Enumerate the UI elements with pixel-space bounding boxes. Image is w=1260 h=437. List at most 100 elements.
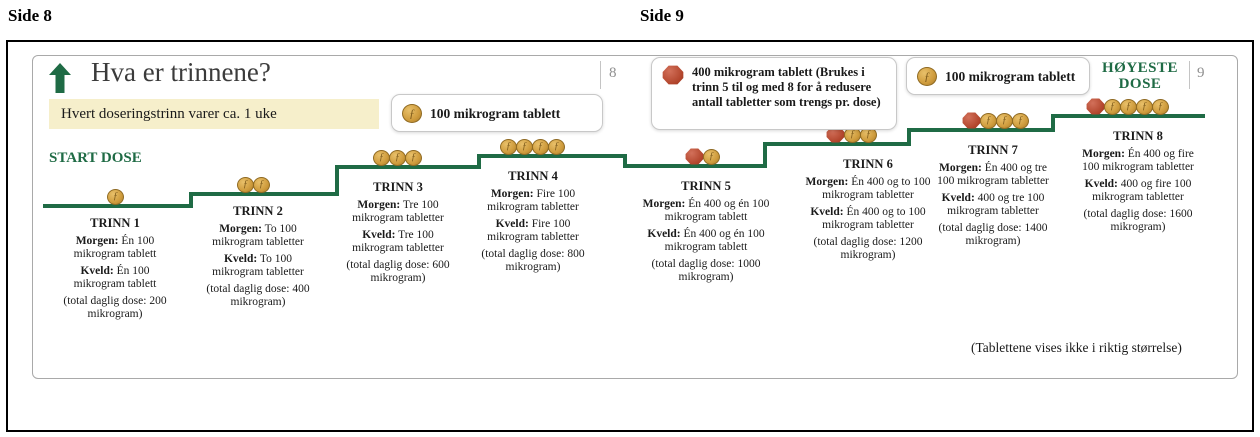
kveld-line: Kveld: Én 400 og to 100 mikrogram tablet… bbox=[804, 206, 932, 232]
total-line: (total daglig dose: 1600 mikrogram) bbox=[1083, 208, 1193, 233]
kveld-label: Kveld: bbox=[362, 229, 396, 241]
morgen-label: Morgen: bbox=[75, 235, 119, 247]
step-title: TRINN 5 bbox=[681, 179, 731, 193]
page-number-9: 9 bbox=[1197, 65, 1205, 81]
tablet-100-icon bbox=[996, 113, 1013, 129]
morgen-line: Morgen: Én 400 og fire 100 mikrogram tab… bbox=[1073, 148, 1203, 174]
kveld-label: Kveld: bbox=[495, 218, 529, 230]
total-line: (total daglig dose: 200 mikrogram) bbox=[63, 295, 167, 320]
step-title: TRINN 2 bbox=[233, 204, 283, 218]
kveld-text: Tre 100 mikrogram tabletter bbox=[352, 229, 444, 254]
step-trinn-1: TRINN 1 Morgen: Én 100 mikrogram tablett… bbox=[57, 216, 173, 325]
morgen-line: Morgen: Én 400 og to 100 mikrogram table… bbox=[804, 176, 932, 202]
legend-100-left: 100 mikrogram tablett bbox=[391, 94, 603, 132]
tablet-100-icon bbox=[402, 103, 422, 123]
total-line: (total daglig dose: 600 mikrogram) bbox=[346, 259, 450, 284]
tablet-100-icon bbox=[980, 113, 997, 129]
morgen-text: To 100 mikrogram tabletter bbox=[212, 223, 304, 248]
page-frame: Hva er trinnene? 8 Hvert doseringstrinn … bbox=[6, 40, 1254, 432]
step-title: TRINN 1 bbox=[90, 216, 140, 230]
legend-100-left-label: 100 mikrogram tablett bbox=[430, 105, 561, 121]
tablet-100-icon bbox=[237, 177, 254, 193]
tablet-100-icon bbox=[373, 150, 390, 166]
total-line: (total daglig dose: 1400 mikrogram) bbox=[938, 222, 1048, 247]
hoyeste-dose-label: HØYESTE DOSE bbox=[1101, 60, 1179, 92]
tablet-400-icon bbox=[826, 126, 845, 143]
tablet-100-icon bbox=[1120, 99, 1137, 115]
legend-400: 400 mikrogram tablett (Brukes i trinn 5 … bbox=[651, 57, 897, 130]
tablet-100-icon bbox=[1136, 99, 1153, 115]
kveld-line: Kveld: Fire 100 mikrogram tabletter bbox=[473, 218, 593, 244]
kveld-label: Kveld: bbox=[1084, 178, 1118, 190]
morgen-text: Fire 100 mikrogram tabletter bbox=[487, 188, 579, 213]
tablet-100-icon bbox=[1152, 99, 1169, 115]
tablet-100-icon bbox=[532, 139, 549, 155]
morgen-label: Morgen: bbox=[805, 176, 849, 188]
total-line: (total daglig dose: 800 mikrogram) bbox=[481, 248, 585, 273]
size-disclaimer: (Tablettene vises ikke i riktig størrels… bbox=[971, 340, 1182, 355]
kveld-text: Én 100 mikrogram tablett bbox=[73, 265, 157, 290]
morgen-line: Morgen: Tre 100 mikrogram tabletter bbox=[338, 199, 458, 225]
total-line: (total daglig dose: 400 mikrogram) bbox=[206, 283, 310, 308]
step1-tablets bbox=[107, 189, 124, 205]
morgen-label: Morgen: bbox=[219, 223, 262, 235]
step-title: TRINN 4 bbox=[508, 169, 558, 183]
morgen-label: Morgen: bbox=[642, 198, 686, 210]
page-number-divider bbox=[600, 61, 601, 89]
kveld-line: Kveld: Én 400 og én 100 mikrogram tablet… bbox=[641, 228, 771, 254]
kveld-text: 400 og tre 100 mikrogram tabletter bbox=[947, 192, 1045, 217]
staircase-line bbox=[43, 114, 1205, 208]
page-label-left: Side 8 bbox=[8, 6, 52, 25]
step-title: TRINN 3 bbox=[373, 180, 423, 194]
diagram-panel: Hva er trinnene? 8 Hvert doseringstrinn … bbox=[32, 55, 1238, 379]
total-line: (total daglig dose: 1200 mikrogram) bbox=[813, 236, 923, 261]
tablet-100-icon bbox=[1104, 99, 1121, 115]
kveld-line: Kveld: To 100 mikrogram tabletter bbox=[200, 253, 316, 279]
step2-tablets bbox=[237, 177, 270, 193]
morgen-line: Morgen: Fire 100 mikrogram tabletter bbox=[473, 188, 593, 214]
kveld-text: Én 400 og to 100 mikrogram tabletter bbox=[822, 206, 926, 231]
tablet-100-icon bbox=[860, 127, 877, 143]
tablet-100-icon bbox=[253, 177, 270, 193]
step3-tablets bbox=[373, 150, 422, 166]
tablet-100-icon bbox=[107, 189, 124, 205]
kveld-label: Kveld: bbox=[647, 228, 681, 240]
tablet-100-icon bbox=[500, 139, 517, 155]
legend-100-right-label: 100 mikrogram tablett bbox=[945, 68, 1076, 84]
kveld-text: Fire 100 mikrogram tabletter bbox=[487, 218, 579, 243]
tablet-100-icon bbox=[1012, 113, 1029, 129]
kveld-label: Kveld: bbox=[223, 253, 258, 265]
morgen-line: Morgen: To 100 mikrogram tabletter bbox=[200, 223, 316, 249]
morgen-text: Én 400 og tre 100 mikrogram tabletter bbox=[937, 162, 1049, 187]
up-arrow-icon bbox=[49, 63, 71, 93]
tablet-100-icon bbox=[548, 139, 565, 155]
morgen-line: Morgen: Én 100 mikrogram tablett bbox=[57, 235, 173, 261]
legend-100-right: 100 mikrogram tablett bbox=[906, 57, 1090, 95]
tablet-100-icon bbox=[917, 66, 937, 86]
step-title: TRINN 6 bbox=[843, 157, 893, 171]
step8-tablets bbox=[1086, 98, 1169, 115]
step4-tablets bbox=[500, 139, 565, 155]
kveld-line: Kveld: 400 og tre 100 mikrogram tablette… bbox=[929, 192, 1057, 218]
tablet-100-icon bbox=[703, 149, 720, 165]
tablet-400-icon bbox=[685, 148, 704, 165]
morgen-text: Én 400 og én 100 mikrogram tablett bbox=[664, 198, 770, 223]
step-trinn-4: TRINN 4 Morgen: Fire 100 mikrogram table… bbox=[473, 169, 593, 278]
kveld-line: Kveld: Tre 100 mikrogram tabletter bbox=[338, 229, 458, 255]
kveld-label: Kveld: bbox=[80, 265, 114, 277]
morgen-label: Morgen: bbox=[490, 188, 534, 200]
kveld-line: Kveld: 400 og fire 100 mikrogram tablett… bbox=[1073, 178, 1203, 204]
kveld-label: Kveld: bbox=[941, 192, 975, 204]
morgen-line: Morgen: Én 400 og tre 100 mikrogram tabl… bbox=[929, 162, 1057, 188]
legend-400-label: 400 mikrogram tablett (Brukes i trinn 5 … bbox=[692, 65, 881, 109]
kveld-text: Én 400 og én 100 mikrogram tablett bbox=[664, 228, 765, 253]
step-title: TRINN 7 bbox=[968, 143, 1018, 157]
tablet-100-icon bbox=[516, 139, 533, 155]
tablet-400-icon bbox=[1086, 98, 1105, 115]
morgen-text: Tre 100 mikrogram tabletter bbox=[352, 199, 444, 224]
step6-tablets bbox=[826, 126, 877, 143]
note-box: Hvert doseringstrinn varer ca. 1 uke bbox=[49, 99, 379, 129]
page-label-right: Side 9 bbox=[640, 6, 684, 25]
step7-tablets bbox=[962, 112, 1029, 129]
morgen-label: Morgen: bbox=[939, 162, 982, 174]
